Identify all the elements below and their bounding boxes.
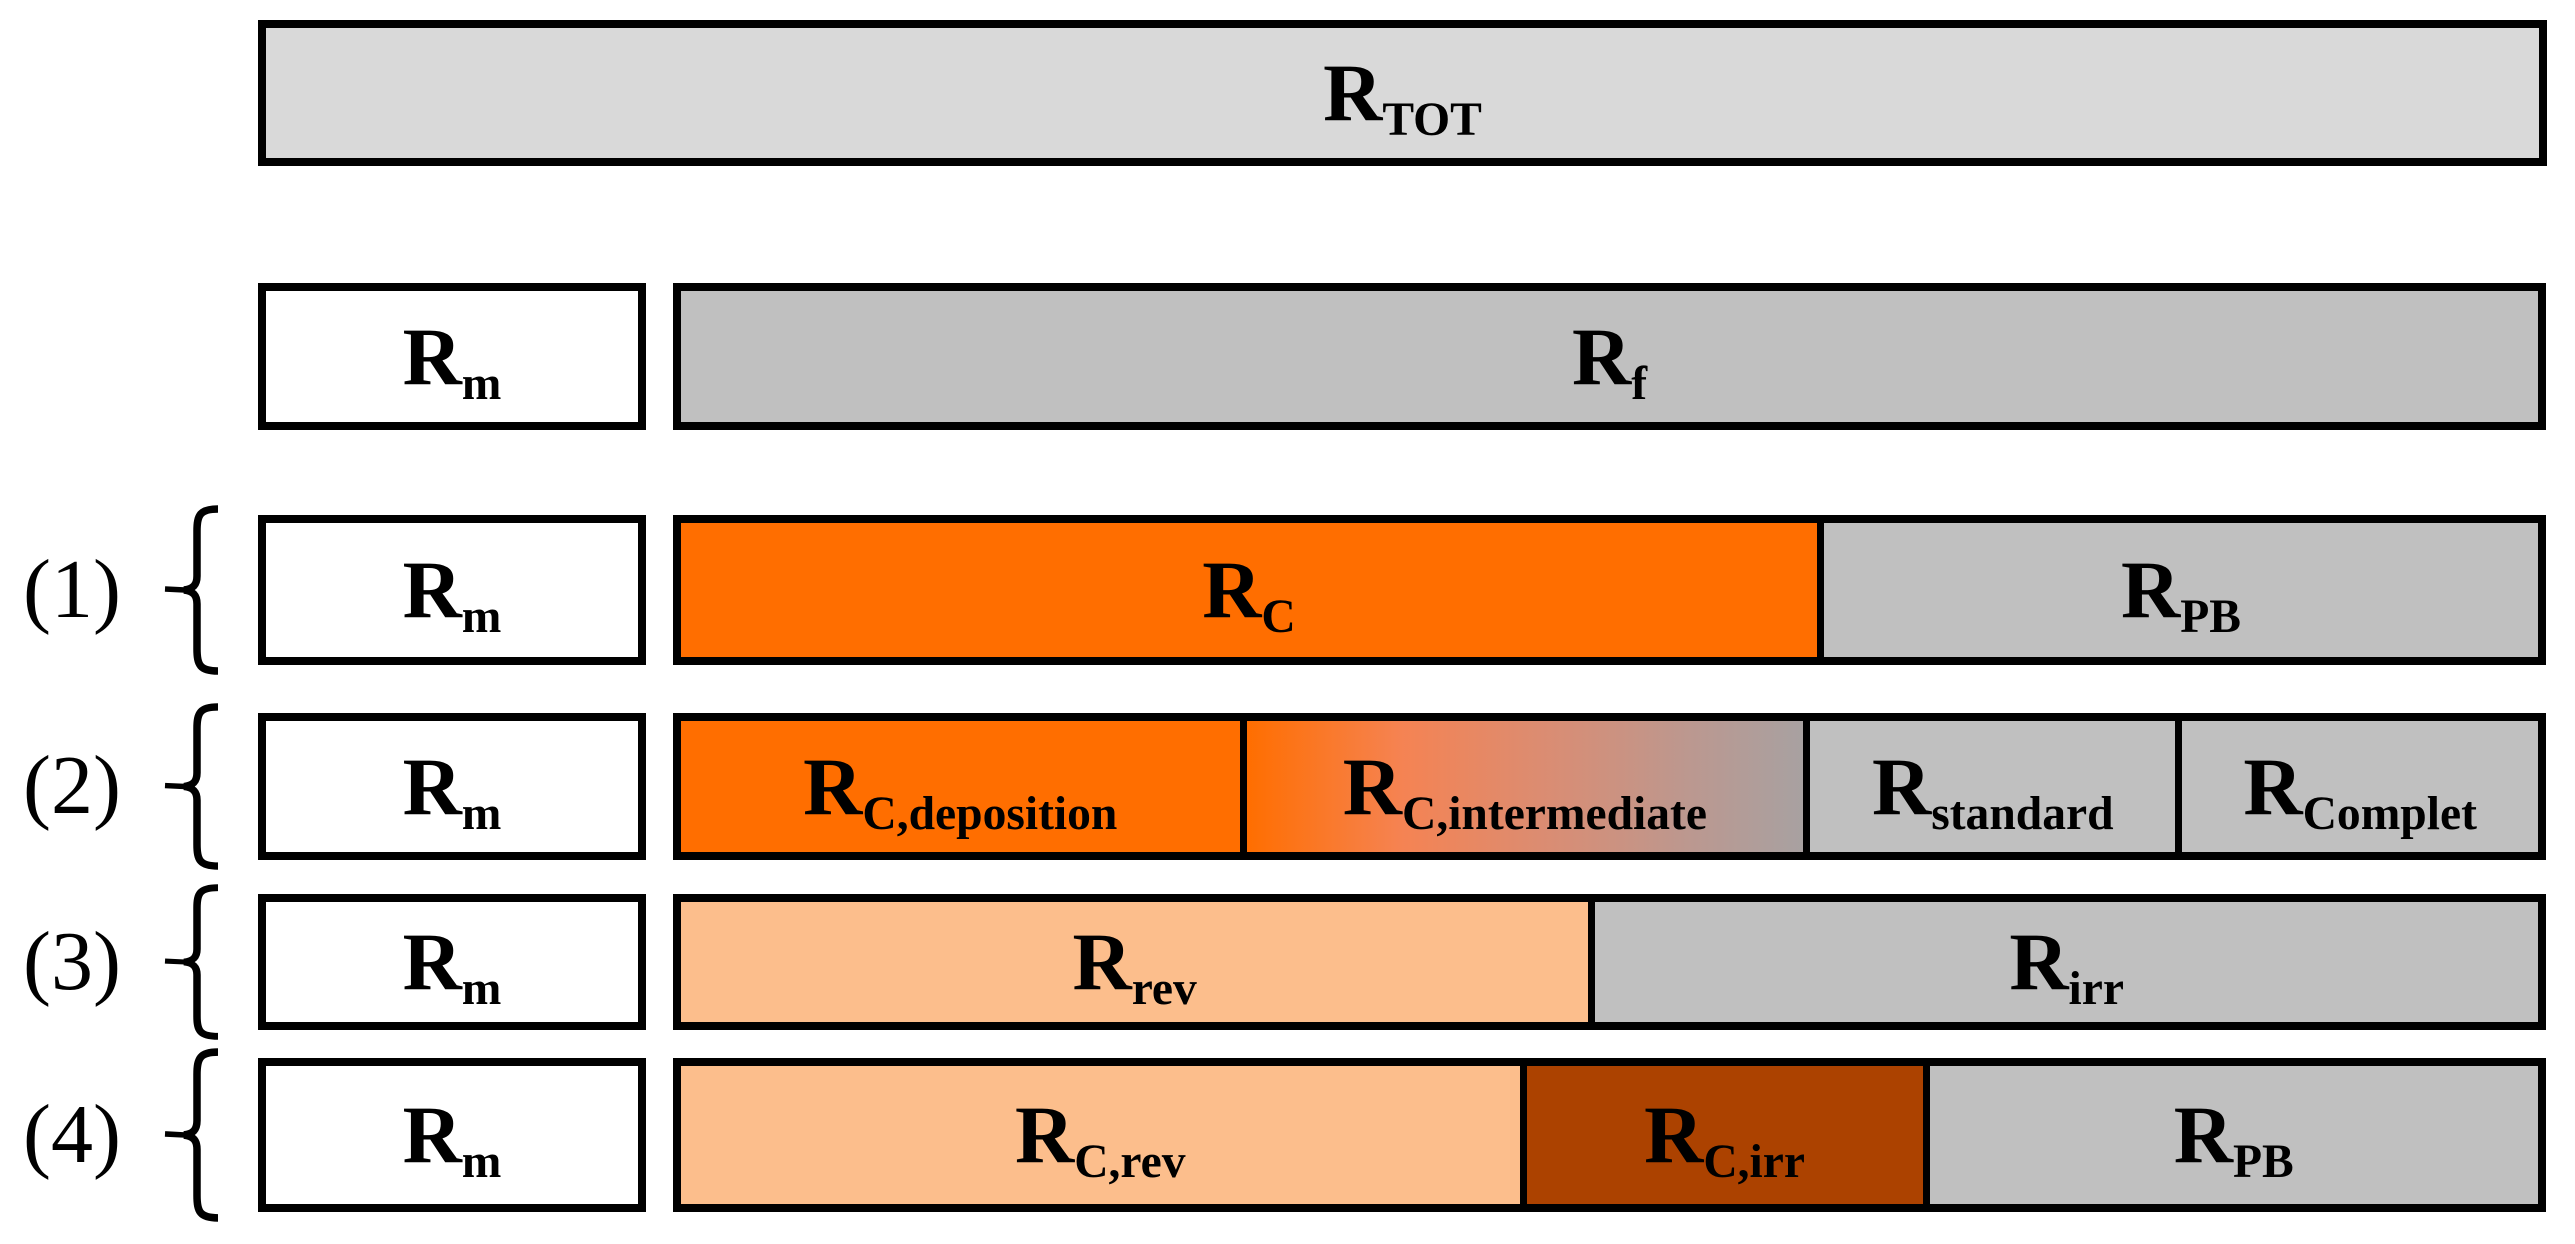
row4-segment-cake-irreversible: RC,irr xyxy=(1519,1066,1923,1204)
row4-bar: RC,rev RC,irr RPB xyxy=(673,1058,2546,1212)
rc-label: RC xyxy=(1202,544,1296,644)
row3-bar: Rrev Rirr xyxy=(673,894,2546,1030)
row1-rm-label: Rm xyxy=(402,544,502,644)
row2-segment-cake-intermediate: RC,intermediate xyxy=(1239,721,1804,852)
rc-irr-label: RC,irr xyxy=(1644,1089,1805,1189)
r-standard-label: Rstandard xyxy=(1871,740,2114,840)
rc-rev-label: RC,rev xyxy=(1014,1089,1186,1189)
row2-segment-standard: Rstandard xyxy=(1803,721,2176,852)
row3-rm-label: Rm xyxy=(402,916,502,1016)
row4-segment-cake-reversible: RC,rev xyxy=(681,1066,1520,1204)
row1-segment-cake: RC xyxy=(681,523,1817,657)
rc-intermediate-label: RC,intermediate xyxy=(1342,740,1707,840)
row2-bar: RC,deposition RC,intermediate Rstandard … xyxy=(673,713,2546,860)
rtot-label: RTOT xyxy=(1323,47,1482,147)
row2-segment-complete: RComplet xyxy=(2175,721,2538,852)
r-rev-label: Rrev xyxy=(1072,916,1197,1016)
row3-index-label: (3) xyxy=(23,915,121,1008)
row3-rm-box: Rm xyxy=(258,894,646,1030)
rm-label: Rm xyxy=(402,310,502,410)
rtot-bar: RTOT xyxy=(258,20,2547,166)
row4-brace-icon xyxy=(164,1048,222,1222)
row1-index-label: (1) xyxy=(23,543,121,636)
rc-deposition-label: RC,deposition xyxy=(803,740,1118,840)
row2-segment-cake-deposition: RC,deposition xyxy=(681,721,1240,852)
row1-segment-pore-blocking: RPB xyxy=(1816,523,2538,657)
row1-rm-box: Rm xyxy=(258,515,646,665)
row1-bar: RC RPB xyxy=(673,515,2546,665)
row4-index-label: (4) xyxy=(23,1088,121,1181)
row3-segment-irreversible: Rirr xyxy=(1588,902,2538,1022)
row4-rm-box: Rm xyxy=(258,1058,646,1212)
row1-brace-icon xyxy=(164,505,222,675)
r-complet-label: RComplet xyxy=(2243,740,2477,840)
row2-rm-box: Rm xyxy=(258,713,646,860)
row4-rm-label: Rm xyxy=(402,1089,502,1189)
rpb-label: RPB xyxy=(2121,544,2241,644)
r-irr-label: Rirr xyxy=(2009,916,2124,1016)
row3-brace-icon xyxy=(164,884,222,1040)
rf-label: Rf xyxy=(1571,310,1648,410)
rm-box-membrane-row: Rm xyxy=(258,283,646,430)
row2-brace-icon xyxy=(164,703,222,870)
row4-segment-pore-blocking: RPB xyxy=(1922,1066,2538,1204)
row2-index-label: (2) xyxy=(23,739,121,832)
row3-segment-reversible: Rrev xyxy=(681,902,1589,1022)
row2-rm-label: Rm xyxy=(402,740,502,840)
row4-rpb-label: RPB xyxy=(2173,1089,2294,1189)
rf-bar: Rf xyxy=(673,283,2546,430)
